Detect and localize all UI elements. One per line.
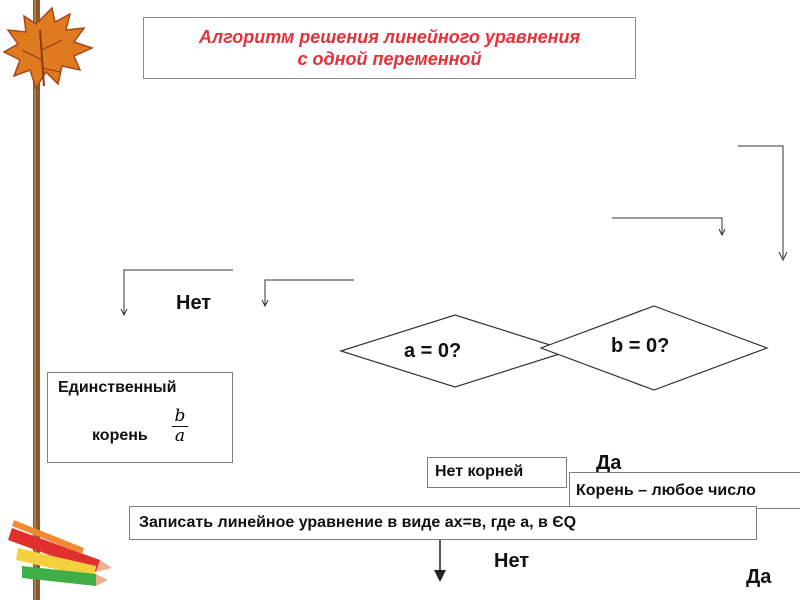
write-equation-text: Записать линейное уравнение в виде ax=в,… — [139, 514, 577, 531]
fraction: b a — [172, 407, 188, 446]
unique-root-text-1: Единственный — [58, 379, 177, 396]
label-no-bottom: Нет — [494, 550, 530, 572]
arrowhead-inner-left — [261, 299, 269, 308]
label-yes-mid: Да — [596, 452, 622, 474]
unique-root-box: Единственный корень b a — [47, 372, 233, 463]
decision-a-text: a = 0? — [404, 340, 462, 362]
title-box: Алгоритм решения линейного уравнения с о… — [143, 17, 636, 79]
pole-highlight — [34, 0, 36, 600]
connector-left — [123, 269, 233, 314]
arrowhead-mid-right — [718, 228, 726, 237]
title-line-1: Алгоритм решения линейного уравнения — [198, 27, 581, 47]
title-line-2: с одной переменной — [297, 49, 482, 69]
decision-diamond-b — [539, 305, 769, 391]
crayons-icon — [8, 520, 112, 586]
arrowhead-right-tall — [778, 251, 788, 262]
fraction-numerator: b — [172, 407, 188, 427]
arrowhead-left — [120, 308, 128, 317]
write-equation-box: Записать линейное уравнение в виде ax=в,… — [129, 506, 757, 540]
label-yes-bottom: Да — [746, 566, 772, 588]
fraction-denominator: a — [174, 426, 186, 446]
wooden-pole — [33, 0, 40, 600]
label-no-top: Нет — [176, 292, 212, 314]
no-roots-text: Нет корней — [435, 463, 524, 480]
any-number-box: Корень – любое число — [569, 472, 800, 509]
arrow-down — [434, 540, 446, 582]
any-number-text: Корень – любое число — [576, 482, 756, 499]
connector-right-tall — [738, 145, 784, 258]
connector-mid-right — [612, 217, 723, 234]
maple-leaf-icon — [2, 6, 95, 90]
decision-b-text: b = 0? — [611, 335, 670, 357]
unique-root-text-2: корень — [92, 427, 148, 444]
no-roots-box: Нет корней — [427, 457, 567, 488]
connector-inner-left — [264, 279, 354, 305]
